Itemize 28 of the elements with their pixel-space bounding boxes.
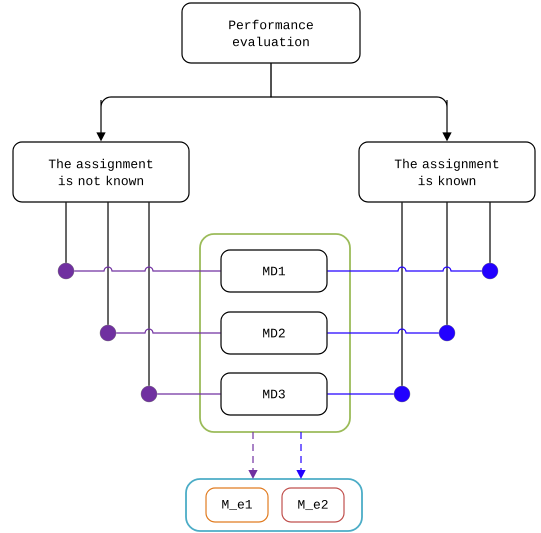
process-box: M_e2 [281, 487, 345, 523]
connector-line [489, 202, 491, 263]
process-box: The assignment is known [358, 141, 536, 203]
connector-line [328, 393, 394, 395]
connector-dot [58, 262, 74, 280]
connector-dot [482, 262, 498, 280]
connector-line [328, 266, 482, 272]
process-box: MD3 [220, 372, 328, 416]
connector-line [65, 202, 67, 263]
connector-line [328, 328, 439, 334]
connector-line [157, 393, 220, 395]
process-box: MD2 [220, 311, 328, 355]
process-box: MD1 [220, 249, 328, 293]
group-box [199, 233, 351, 433]
connector-dot [140, 386, 158, 402]
process-box: Performance evaluation [181, 2, 361, 64]
connector-line [107, 202, 109, 325]
connector-dot [100, 324, 116, 342]
connector-dot [438, 324, 456, 342]
connector-line [446, 202, 448, 325]
connector-dot [394, 386, 410, 402]
process-box: M_e1 [205, 487, 269, 523]
connector-line [148, 202, 150, 386]
connector-line [74, 266, 220, 272]
process-box: The assignment is not known [12, 141, 190, 203]
connector-line [116, 328, 220, 334]
group-box [185, 478, 363, 532]
connector-line [401, 202, 403, 386]
